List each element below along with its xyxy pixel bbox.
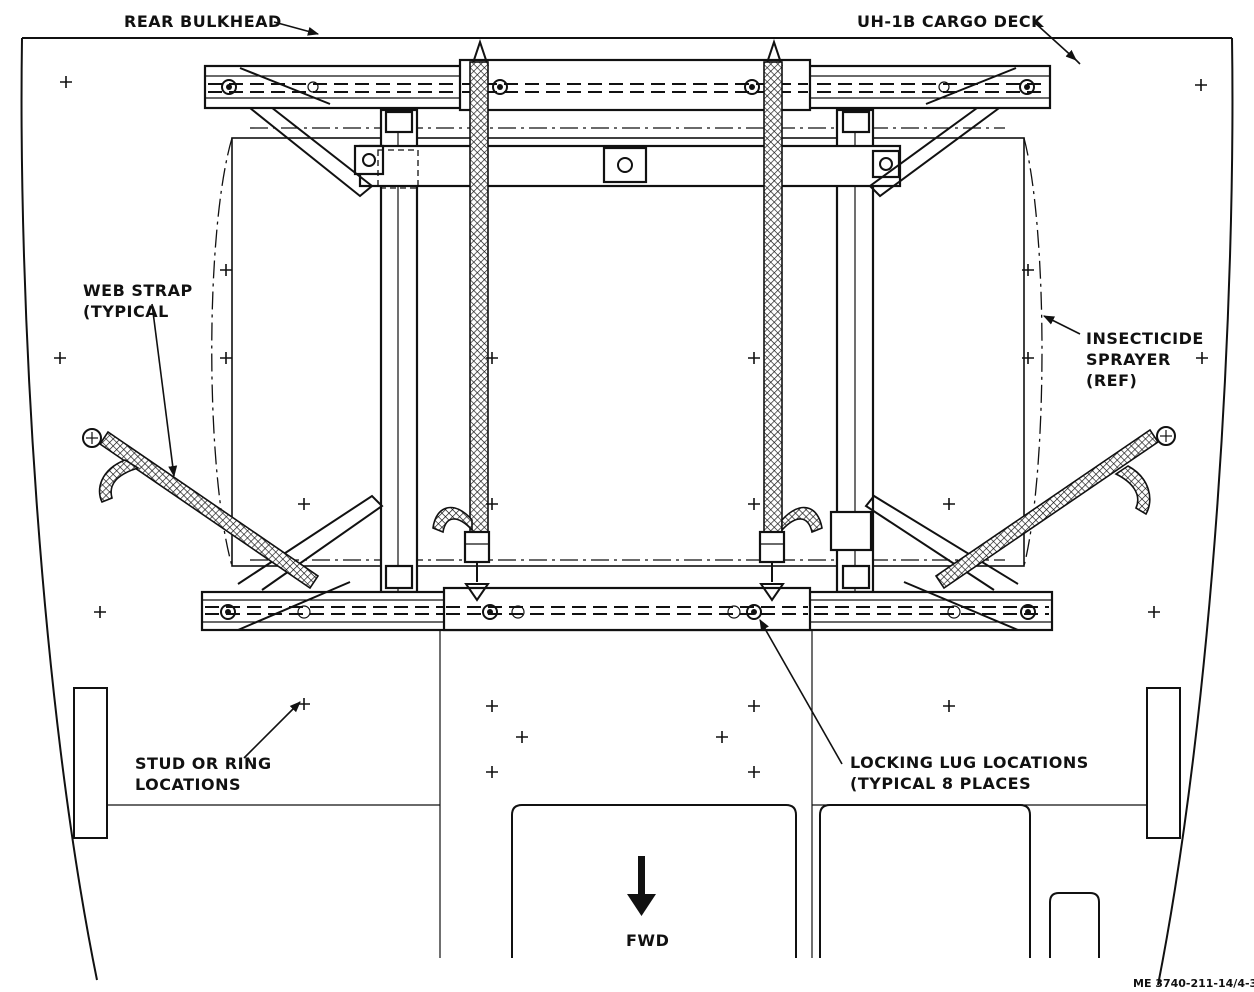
leader-lines	[151, 21, 1081, 765]
label-stud-ring: STUD OR RING	[135, 754, 272, 773]
bottom-skid-rail	[200, 581, 1054, 632]
label-web-strap: WEB STRAP	[83, 281, 193, 300]
mounting-frame	[237, 99, 1019, 594]
sprayer-outline	[211, 127, 1043, 567]
label-fwd: FWD	[626, 931, 669, 950]
label-stud-locations: LOCATIONS	[135, 775, 241, 794]
label-rear-bulkhead: REAR BULKHEAD	[124, 12, 282, 31]
label-locking-lug-typical: (TYPICAL 8 PLACES	[850, 774, 1031, 793]
label-sprayer: SPRAYER	[1086, 350, 1171, 369]
stud-markers	[54, 76, 1208, 778]
vertical-web-straps	[432, 38, 823, 602]
diagonal-web-straps	[82, 426, 1176, 590]
cargo-deck-outline	[20, 37, 1234, 986]
label-cargo-deck: UH-1B CARGO DECK	[857, 12, 1044, 31]
label-ref: (REF)	[1086, 371, 1137, 390]
label-web-strap-typical: (TYPICAL	[83, 302, 169, 321]
top-skid-rail	[203, 58, 1052, 112]
arrow-down-icon	[627, 856, 656, 916]
figure-id: ME 3740-211-14/4-3	[1133, 977, 1254, 990]
label-insecticide: INSECTICIDE	[1086, 329, 1204, 348]
label-locking-lug: LOCKING LUG LOCATIONS	[850, 753, 1089, 772]
